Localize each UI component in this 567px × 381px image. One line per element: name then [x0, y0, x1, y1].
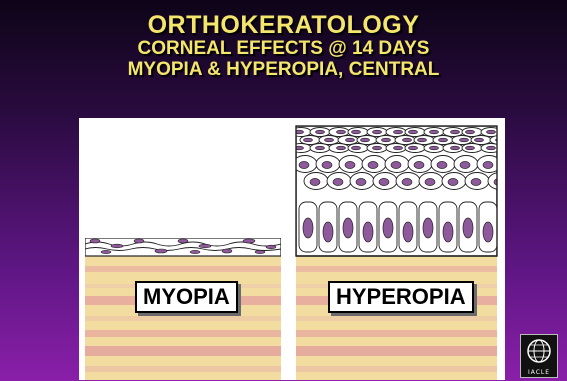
cell-nucleus [337, 146, 346, 150]
cell-nucleus [439, 138, 448, 142]
cell-nucleus [346, 138, 355, 142]
cell-nucleus [448, 179, 458, 186]
cell-nucleus [394, 130, 403, 134]
cell-nucleus [303, 218, 313, 238]
hyperopia-stroma [296, 256, 497, 380]
title-line-3: MYOPIA & HYPEROPIA, CENTRAL [0, 60, 567, 81]
title-line-2: CORNEAL EFFECTS @ 14 DAYS [0, 39, 567, 60]
slide-title: ORTHOKERATOLOGY CORNEAL EFFECTS @ 14 DAY… [0, 12, 567, 80]
cell-nucleus [475, 138, 484, 142]
cell-nucleus [471, 179, 481, 186]
cell-nucleus [356, 179, 366, 186]
logo-text: IACLE [521, 369, 557, 376]
cell-nucleus [443, 222, 453, 242]
globe-logo-icon: IACLE [520, 334, 558, 378]
cell-nucleus [494, 179, 504, 186]
cell-nucleus [361, 138, 370, 142]
cornea-diagram: MYOPIA HYPEROPIA [79, 118, 505, 380]
myopia-epithelium [85, 238, 281, 256]
cell-nucleus [382, 138, 391, 142]
cell-nucleus [368, 162, 378, 169]
cell-nucleus [409, 146, 418, 150]
cell-nucleus [391, 162, 401, 169]
cell-nucleus [466, 146, 475, 150]
cell-nucleus [363, 222, 373, 242]
cell-nucleus [414, 162, 424, 169]
myopia-label: MYOPIA [135, 281, 238, 313]
cell-nucleus [487, 130, 496, 134]
cell-nucleus [299, 162, 309, 169]
cell-nucleus [451, 130, 460, 134]
cell-nucleus [403, 222, 413, 242]
cell-nucleus [337, 130, 346, 134]
cell-nucleus [304, 138, 313, 142]
cell-nucleus [316, 130, 325, 134]
cell-nucleus [325, 138, 334, 142]
globe-icon [521, 335, 557, 367]
cell-nucleus [430, 130, 439, 134]
cell-nucleus [345, 162, 355, 169]
cell-nucleus [322, 162, 332, 169]
cell-nucleus [463, 218, 473, 238]
cell-nucleus [487, 146, 496, 150]
myopia-stroma [85, 256, 281, 380]
cell-nucleus [373, 130, 382, 134]
cell-nucleus [343, 218, 353, 238]
cell-nucleus [316, 146, 325, 150]
cell-nucleus [383, 218, 393, 238]
cell-nucleus [460, 162, 470, 169]
cell-nucleus [394, 146, 403, 150]
hyperopia-epithelium [291, 126, 505, 256]
cell-nucleus [352, 130, 361, 134]
cornea-svg [79, 118, 505, 380]
cell-nucleus [423, 218, 433, 238]
cell-nucleus [418, 138, 427, 142]
cell-nucleus [483, 162, 493, 169]
cell-nucleus [430, 146, 439, 150]
cell-nucleus [466, 130, 475, 134]
cell-nucleus [373, 146, 382, 150]
cell-nucleus [333, 179, 343, 186]
cell-nucleus [323, 222, 333, 242]
cell-nucleus [437, 162, 447, 169]
cell-nucleus [451, 146, 460, 150]
title-line-1: ORTHOKERATOLOGY [0, 12, 567, 39]
cell-nucleus [460, 138, 469, 142]
cell-nucleus [409, 130, 418, 134]
cell-nucleus [403, 138, 412, 142]
cell-nucleus [425, 179, 435, 186]
cell-nucleus [483, 222, 493, 242]
cell-nucleus [352, 146, 361, 150]
cell-nucleus [379, 179, 389, 186]
cell-nucleus [402, 179, 412, 186]
hyperopia-label: HYPEROPIA [328, 281, 474, 313]
cell-nucleus [310, 179, 320, 186]
